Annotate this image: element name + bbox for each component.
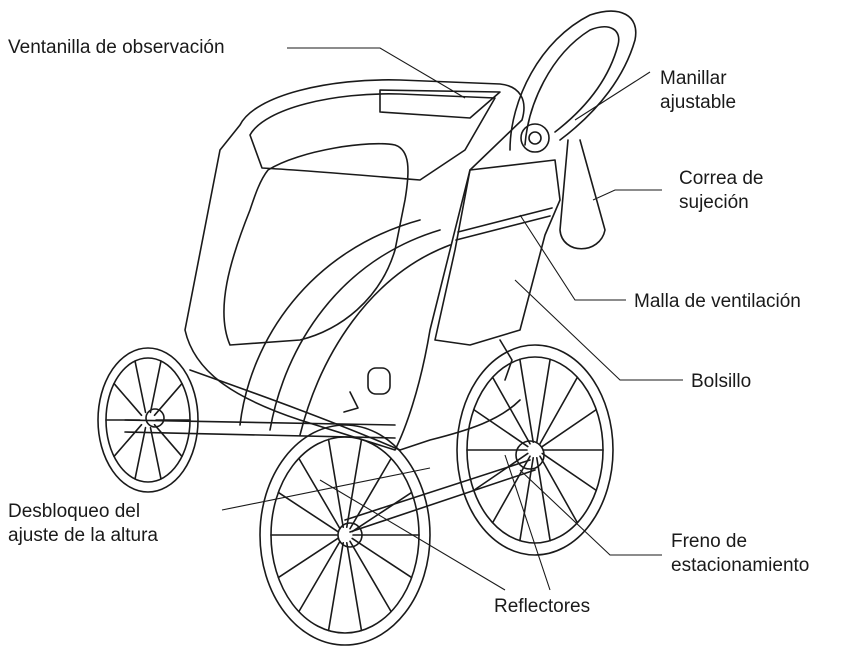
rear-left-wheel-spoke xyxy=(352,538,411,577)
front-wheel-spoke xyxy=(135,361,146,412)
label-height-release-line1: Desbloqueo del xyxy=(8,500,158,524)
leader-reflector-2 xyxy=(505,455,550,590)
mesh-panel xyxy=(435,160,560,345)
handlebar-loop-inner xyxy=(525,27,619,145)
label-strap-line1: Correa de xyxy=(679,167,764,191)
label-handlebar: Manillar ajustable xyxy=(660,67,736,115)
label-pocket: Bolsillo xyxy=(691,370,751,394)
wrist-strap xyxy=(560,140,605,249)
label-mesh: Malla de ventilación xyxy=(634,290,801,314)
front-wheel-spoke xyxy=(154,425,182,457)
leader-mesh xyxy=(520,215,626,300)
rear-left-wheel-spoke xyxy=(352,492,411,531)
label-handlebar-line2: ajustable xyxy=(660,91,736,115)
rear-axle-bar-2 xyxy=(350,470,535,532)
label-viewing-window: Ventanilla de observación xyxy=(8,36,225,60)
side-window xyxy=(224,144,408,345)
mesh-stitch-2 xyxy=(456,216,550,240)
leader-strap xyxy=(593,190,662,200)
rear-right-wheel-spoke xyxy=(542,453,596,490)
canopy-inner xyxy=(250,94,495,180)
front-wheel-spoke xyxy=(150,361,161,412)
rear-left-wheel-spoke xyxy=(278,492,337,531)
label-height-release-line2: ajuste de la altura xyxy=(8,524,158,548)
front-wheel-spoke xyxy=(154,384,182,416)
mesh-stitch xyxy=(458,208,552,232)
label-brake-line2: estacionamiento xyxy=(671,554,809,578)
bracket-right xyxy=(500,340,512,380)
stroller-illustration xyxy=(98,11,636,645)
rear-left-wheel-spoke xyxy=(278,538,337,577)
leader-lines xyxy=(222,48,683,590)
label-brake: Freno de estacionamiento xyxy=(671,530,809,578)
front-wheel-spoke xyxy=(135,428,146,479)
rear-right-wheel-spoke xyxy=(542,410,596,447)
rear-right-wheel-spoke xyxy=(474,453,528,490)
frame-arc-1 xyxy=(240,220,420,425)
label-reflectors: Reflectores xyxy=(494,595,590,619)
front-wheel-spoke xyxy=(150,428,161,479)
label-handlebar-line1: Manillar xyxy=(660,67,736,91)
label-height-release: Desbloqueo del ajuste de la altura xyxy=(8,500,158,548)
bracket-left xyxy=(344,392,358,412)
label-strap: Correa de sujeción xyxy=(679,167,764,215)
front-wheel-spoke xyxy=(114,384,142,416)
rear-right-wheel-hub xyxy=(516,441,544,469)
label-brake-line1: Freno de xyxy=(671,530,809,554)
leader-handlebar xyxy=(575,72,650,120)
front-wheel-spoke xyxy=(114,425,142,457)
latch-1 xyxy=(368,368,390,394)
handlebar-hinge-inner xyxy=(529,132,541,144)
label-strap-line2: sujeción xyxy=(679,191,764,215)
